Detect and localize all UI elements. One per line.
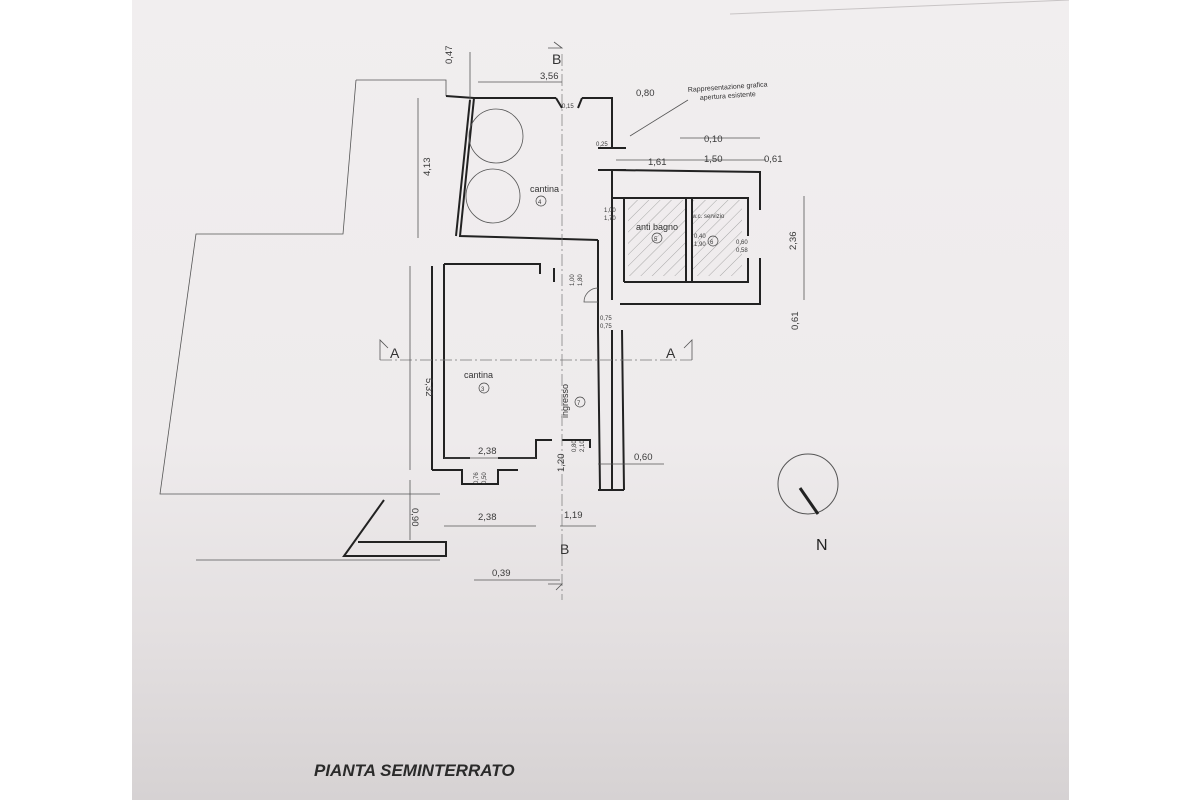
cantina-3-number: 3 [481,387,485,393]
paper-sheet: N Rappresentazione grafica apertura esis… [132,0,1069,800]
sdim-0-76: 0,76 [474,472,480,484]
sdim-1-70: 1,70 [604,216,616,222]
dim-3-56: 3,56 [540,71,559,82]
plan-title: PIANTA SEMINTERRATO [314,761,515,780]
cantina-4-number: 4 [538,200,542,206]
dim-0-10: 0,10 [704,134,723,145]
section-b-top: B [552,51,561,67]
wc-number: 6 [710,240,714,246]
barrel-circle-bottom [465,168,521,224]
dim-1-20: 1,20 [556,454,567,473]
barrel-circle-top [468,108,524,164]
anti-bagno-hatch [628,200,686,276]
dim-2-38-outer: 2,38 [478,512,497,523]
dim-0-61-top: 0,61 [764,154,783,165]
sdim-0-50: 0,50 [482,472,488,484]
section-a-left: A [390,345,400,361]
dim-1-19: 1,19 [564,510,583,521]
wc-name: w.c. servizio [691,214,725,220]
dim-0-80: 0,80 [636,88,655,99]
entry-steps [342,499,447,557]
sdim-2-10: 2,10 [580,440,586,452]
sdim-1-00: 1,00 [604,208,616,214]
sdim-0-75-b: 0,75 [600,324,612,330]
north-label: N [816,537,828,554]
cantina-4-name: cantina [530,184,559,194]
sdim-1-90: 1,90 [694,242,706,248]
ingresso-name: ingresso [560,384,570,418]
dim-0-39: 0,39 [492,568,511,579]
sdim-0-25: 0,25 [596,142,608,148]
sdim-0-60: 0,60 [736,240,748,246]
dim-2-38-inner: 2,38 [478,446,497,457]
dim-0-61-right: 0,61 [790,312,801,331]
section-b-bottom: B [560,541,569,557]
dim-0-90: 0,90 [409,508,420,527]
room-cantina-4 [445,95,613,241]
anti-bagno-name: anti bagno [636,222,678,232]
sdim-0-80: 0,80 [572,440,578,452]
sdim-0-75-a: 0,75 [600,316,612,322]
sdim-0-15: 0,15 [562,104,574,110]
dim-1-50: 1,50 [704,154,723,165]
sdim-1-80: 1,80 [578,274,584,286]
dim-2-36: 2,36 [788,232,799,251]
dim-0-60: 0,60 [634,452,653,463]
note-line-2: apertura esistente [700,91,756,102]
section-a-right: A [666,345,676,361]
sdim-0-58: 0,58 [736,248,748,254]
anti-bagno-number: 5 [654,237,658,243]
dim-0-47: 0,47 [444,46,455,65]
section-a-line [379,339,693,361]
paper-fold-line [729,0,1069,15]
north-compass: N [777,453,839,554]
outer-boundary [159,79,447,495]
dim-1-61: 1,61 [648,157,667,168]
cantina-3-name: cantina [464,370,493,380]
sdim-1-00-door: 1,00 [570,274,576,286]
room-ingresso-7 [562,287,625,491]
door-swing [583,287,599,303]
dim-5-32: 5,32 [423,378,434,397]
ingresso-number: 7 [577,401,581,407]
dimension-lines [409,52,805,581]
floor-plan-drawing: N Rappresentazione grafica apertura esis… [159,0,1069,780]
section-b-line [548,41,564,600]
sdim-0-40: 0,40 [694,234,706,240]
dim-4-13: 4,13 [422,158,433,177]
